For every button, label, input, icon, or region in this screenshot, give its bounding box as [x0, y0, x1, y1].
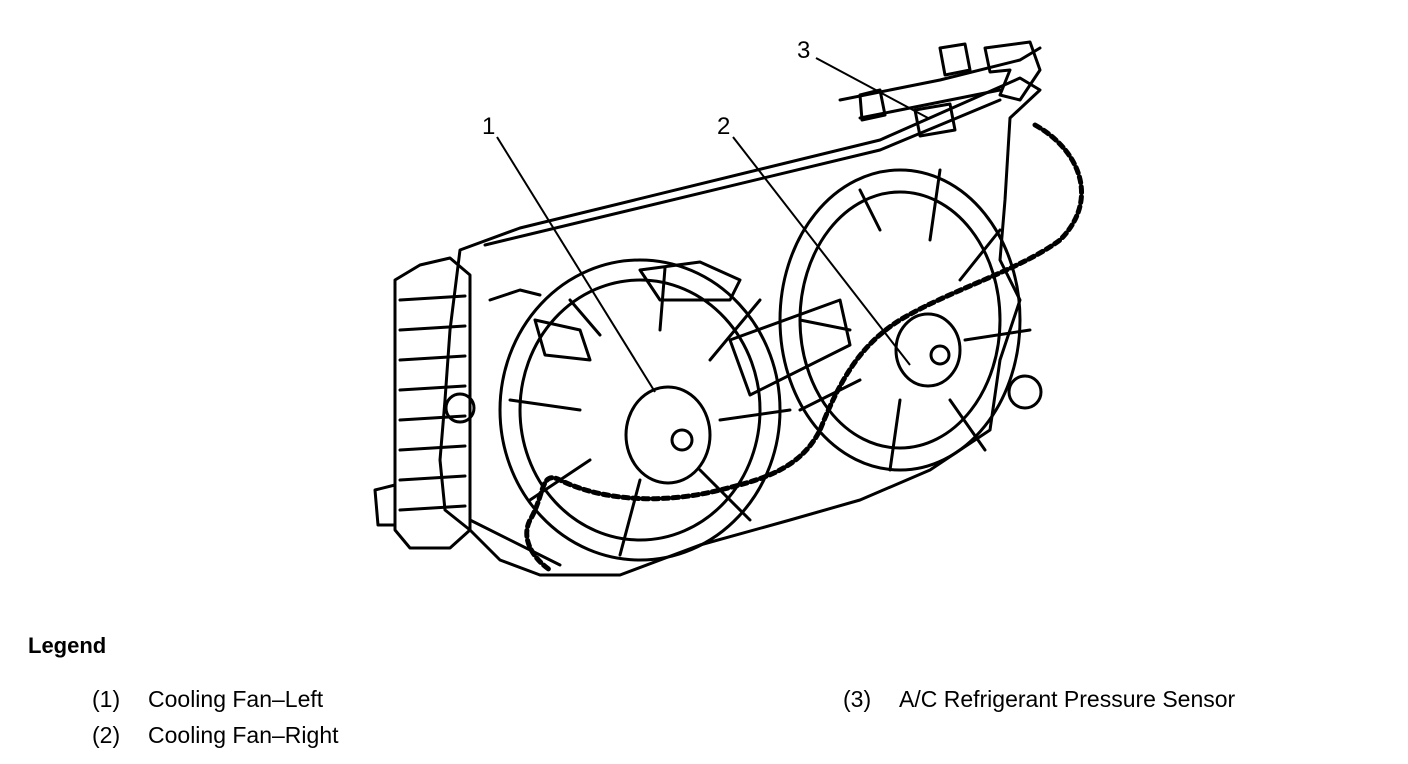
callout-1-label: 1	[482, 113, 495, 140]
legend-title: Legend	[28, 633, 107, 658]
callout-leaders	[496, 57, 929, 393]
legend-item-3-number: (3)	[843, 686, 872, 712]
left-fan	[498, 258, 792, 562]
legend-item-1-label: Cooling Fan–Left	[148, 686, 324, 712]
radiator-shroud	[438, 46, 1042, 577]
legend-item-1-number: (1)	[92, 686, 121, 712]
legend-item-3-label: A/C Refrigerant Pressure Sensor	[899, 686, 1236, 712]
side-tank	[373, 256, 476, 550]
cooling-fan-assembly-illustration: 1 2 3	[373, 37, 1085, 577]
callout-2-label: 2	[717, 113, 730, 140]
callout-3-label: 3	[797, 37, 810, 64]
legend-item-2-label: Cooling Fan–Right	[148, 722, 339, 748]
legend-item-3: (3) A/C Refrigerant Pressure Sensor	[843, 686, 1235, 713]
legend-item-2: (2) Cooling Fan–Right	[92, 722, 339, 749]
legend-item-2-number: (2)	[92, 722, 121, 748]
right-fan	[778, 168, 1043, 472]
top-fittings	[858, 40, 1042, 138]
wiring-harness	[524, 122, 1085, 573]
legend-item-1: (1) Cooling Fan–Left	[92, 686, 323, 713]
center-bracket	[728, 298, 852, 397]
